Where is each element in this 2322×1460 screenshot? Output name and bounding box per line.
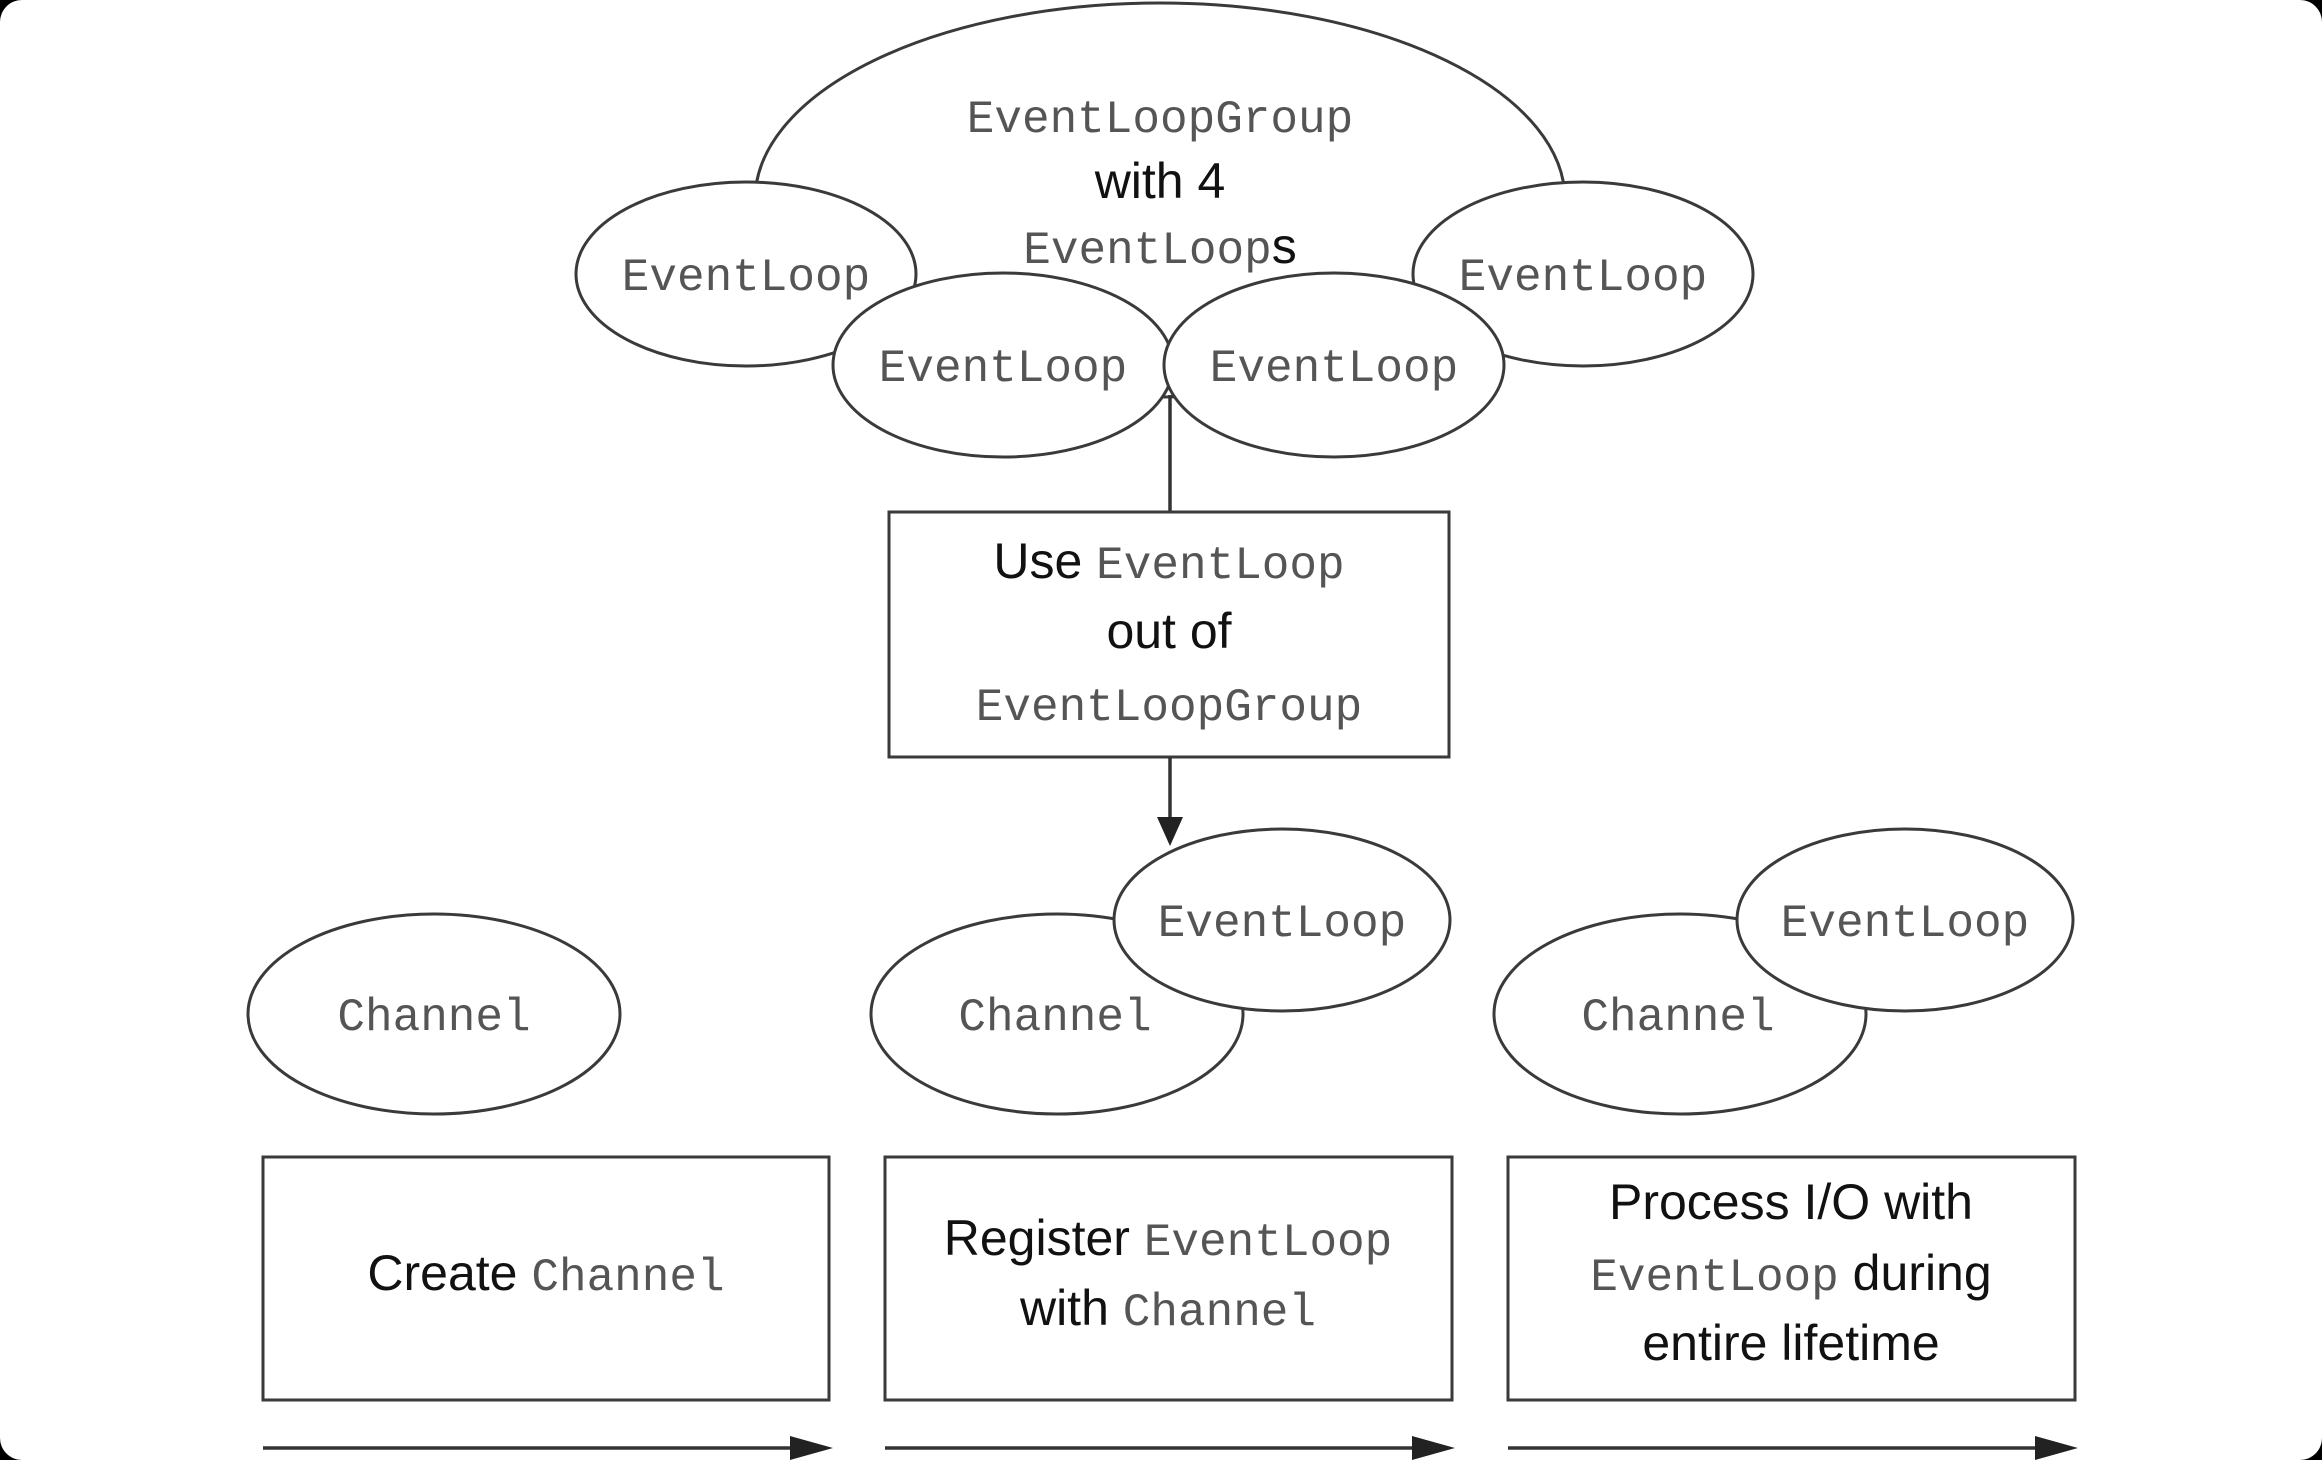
- group-eventloop-1: [574, 180, 918, 368]
- stage2-eventloop-label: EventLoop: [1158, 898, 1406, 950]
- stage2-box: [883, 1155, 1454, 1402]
- stage2-channel-label: Channel: [958, 992, 1151, 1044]
- stage3-box-line2: EventLoop during: [1590, 1245, 1991, 1304]
- group-count-label: EventLoops: [1023, 218, 1296, 277]
- box-to-eventloop-arrowhead: [1157, 817, 1183, 846]
- stage2-box-line1: Register EventLoop: [944, 1210, 1393, 1269]
- stage2-timeline-arrowhead: [1412, 1436, 1455, 1460]
- group-eventloop-3: [1162, 271, 1506, 459]
- stage3-box-line1: Process I/O with: [1609, 1174, 1973, 1230]
- group-eventloop-4: [1411, 180, 1755, 368]
- stage1-box-text: Create Channel: [367, 1245, 724, 1304]
- group-eventloop-2-label: EventLoop: [879, 343, 1127, 395]
- stage1-channel-label: Channel: [337, 992, 530, 1044]
- stage3-eventloop-ellipse: [1735, 827, 2075, 1013]
- use-box-line3: EventLoopGroup: [976, 682, 1362, 734]
- stage2-box-line2: with Channel: [1019, 1280, 1316, 1339]
- stage3-box: [1506, 1155, 2077, 1402]
- stage3-timeline-arrowhead: [2035, 1436, 2078, 1460]
- stage3-channel-label: Channel: [1581, 992, 1774, 1044]
- group-subtitle: with 4: [1094, 153, 1226, 209]
- use-eventloop-box: [887, 510, 1451, 759]
- stage1-timeline-arrowhead: [790, 1436, 833, 1460]
- stage1-channel-ellipse: [246, 912, 622, 1116]
- stage3-eventloop-label: EventLoop: [1781, 898, 2029, 950]
- stage2-eventloop-ellipse: [1112, 827, 1452, 1013]
- stage1-box: [261, 1155, 831, 1402]
- group-title: EventLoopGroup: [967, 94, 1353, 146]
- stage3-box-line3: entire lifetime: [1642, 1315, 1939, 1371]
- use-box-line2: out of: [1106, 603, 1231, 659]
- group-eventloop-4-label: EventLoop: [1459, 252, 1707, 304]
- group-eventloop-3-label: EventLoop: [1210, 343, 1458, 395]
- group-eventloop-1-label: EventLoop: [622, 252, 870, 304]
- use-box-line1: Use EventLoop: [993, 533, 1344, 592]
